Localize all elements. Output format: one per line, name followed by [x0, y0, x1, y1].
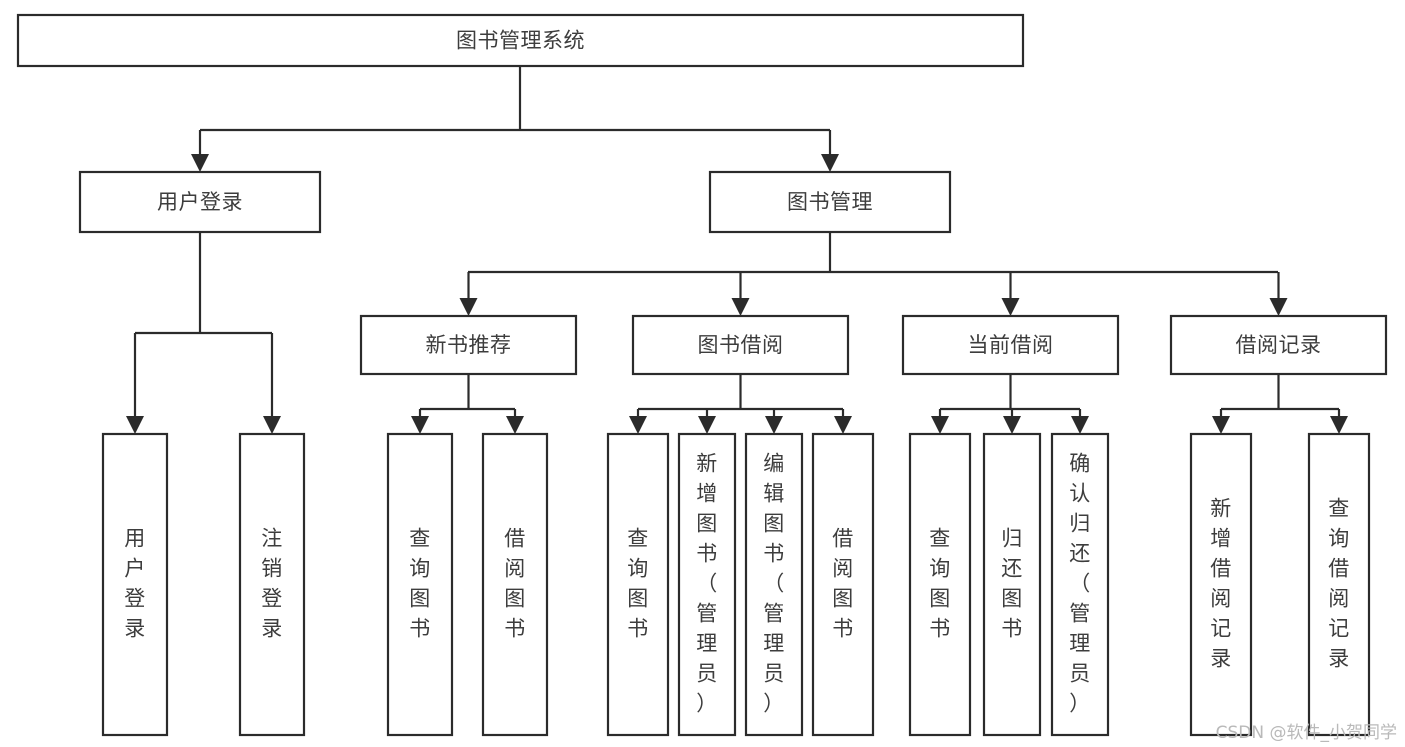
node-leaf-borrow-book-rec-label: 借阅图书: [504, 527, 526, 641]
book-borrow-to-leaf-edit-book-arrowhead: [765, 416, 783, 434]
node-root-box: [16, 13, 1025, 68]
connectors-layer: [126, 66, 1348, 434]
node-leaf-query-book-rec-box: [386, 432, 454, 737]
node-leaf-add-record-box: [1189, 432, 1253, 737]
node-leaf-logout[interactable]: 注销登录: [238, 432, 306, 737]
node-leaf-add-record[interactable]: 新增借阅记录: [1189, 432, 1253, 737]
node-leaf-add-book-box: [677, 432, 737, 737]
node-leaf-query-book-br[interactable]: 查询图书: [606, 432, 670, 737]
node-leaf-query-book-rec-label: 查询图书: [409, 527, 431, 641]
nodes-layer: 图书管理系统用户登录图书管理新书推荐图书借阅当前借阅借阅记录用户登录注销登录查询…: [16, 13, 1388, 737]
node-leaf-borrow-book-rec[interactable]: 借阅图书: [481, 432, 549, 737]
node-new-book-rec-box: [359, 314, 578, 376]
node-borrow-record-label: 借阅记录: [1236, 333, 1322, 357]
node-user-login[interactable]: 用户登录: [78, 170, 322, 234]
node-book-manage-label: 图书管理: [787, 190, 873, 214]
node-leaf-edit-book-label: 编辑图书（管理员）: [763, 452, 785, 716]
current-borrow-to-leaf-return-book-arrowhead: [1003, 416, 1021, 434]
node-new-book-rec[interactable]: 新书推荐: [359, 314, 578, 376]
bm-to-current-borrow-arrowhead: [1001, 298, 1020, 316]
node-book-manage-box: [708, 170, 952, 234]
bm-to-book-borrow-arrowhead: [731, 298, 750, 316]
bm-to-borrow-record-arrowhead: [1269, 298, 1288, 316]
node-leaf-query-book-cb-box: [908, 432, 972, 737]
root-to-user-login-arrowhead: [191, 154, 209, 172]
node-leaf-borrow-book-br-label: 借阅图书: [832, 527, 854, 641]
new-book-rec-to-leaf-borrow-book-rec-arrowhead: [506, 416, 524, 434]
node-leaf-query-record-label: 查询借阅记录: [1328, 497, 1350, 671]
node-book-borrow[interactable]: 图书借阅: [631, 314, 850, 376]
node-leaf-query-book-rec[interactable]: 查询图书: [386, 432, 454, 737]
node-book-borrow-label: 图书借阅: [698, 333, 784, 357]
user-login-to-leaf-logout-arrowhead: [263, 416, 281, 434]
node-leaf-confirm-return-label: 确认归还（管理员）: [1069, 452, 1091, 716]
node-leaf-user-login-label: 用户登录: [124, 527, 146, 641]
node-leaf-edit-book[interactable]: 编辑图书（管理员）: [744, 432, 804, 737]
node-current-borrow-label: 当前借阅: [968, 333, 1054, 357]
node-leaf-query-record-box: [1307, 432, 1371, 737]
current-borrow-to-leaf-confirm-return-arrowhead: [1071, 416, 1089, 434]
book-borrow-to-leaf-add-book-arrowhead: [698, 416, 716, 434]
node-new-book-rec-label: 新书推荐: [426, 333, 512, 357]
node-leaf-borrow-book-br[interactable]: 借阅图书: [811, 432, 875, 737]
user-login-to-leaf-user-login-arrowhead: [126, 416, 144, 434]
bm-to-new-book-rec-arrowhead: [459, 298, 478, 316]
node-leaf-query-book-cb[interactable]: 查询图书: [908, 432, 972, 737]
node-current-borrow-box: [901, 314, 1120, 376]
node-user-login-label: 用户登录: [157, 190, 243, 214]
node-leaf-borrow-book-br-box: [811, 432, 875, 737]
node-leaf-confirm-return-box: [1050, 432, 1110, 737]
node-leaf-logout-label: 注销登录: [261, 527, 283, 641]
book-borrow-to-leaf-query-book-br-arrowhead: [629, 416, 647, 434]
node-leaf-confirm-return[interactable]: 确认归还（管理员）: [1050, 432, 1110, 737]
root-to-book-manage-arrowhead: [821, 154, 839, 172]
borrow-record-to-leaf-query-record-arrowhead: [1330, 416, 1348, 434]
node-leaf-add-book[interactable]: 新增图书（管理员）: [677, 432, 737, 737]
node-leaf-logout-box: [238, 432, 306, 737]
node-current-borrow[interactable]: 当前借阅: [901, 314, 1120, 376]
node-book-borrow-box: [631, 314, 850, 376]
node-borrow-record-box: [1169, 314, 1388, 376]
node-leaf-return-book-box: [982, 432, 1042, 737]
node-leaf-add-book-label: 新增图书（管理员）: [696, 452, 718, 716]
node-leaf-query-record[interactable]: 查询借阅记录: [1307, 432, 1371, 737]
node-leaf-query-book-cb-label: 查询图书: [929, 527, 951, 641]
node-leaf-user-login[interactable]: 用户登录: [101, 432, 169, 737]
node-root[interactable]: 图书管理系统: [16, 13, 1025, 68]
node-leaf-edit-book-box: [744, 432, 804, 737]
node-leaf-query-book-br-label: 查询图书: [627, 527, 649, 641]
node-root-label: 图书管理系统: [456, 29, 585, 53]
current-borrow-to-leaf-query-book-cb-arrowhead: [931, 416, 949, 434]
node-leaf-add-record-label: 新增借阅记录: [1210, 497, 1232, 671]
node-book-manage[interactable]: 图书管理: [708, 170, 952, 234]
node-user-login-box: [78, 170, 322, 234]
node-borrow-record[interactable]: 借阅记录: [1169, 314, 1388, 376]
node-leaf-query-book-br-box: [606, 432, 670, 737]
book-borrow-to-leaf-borrow-book-br-arrowhead: [834, 416, 852, 434]
node-leaf-borrow-book-rec-box: [481, 432, 549, 737]
node-leaf-return-book-label: 归还图书: [1001, 527, 1023, 641]
node-leaf-return-book[interactable]: 归还图书: [982, 432, 1042, 737]
new-book-rec-to-leaf-query-book-rec-arrowhead: [411, 416, 429, 434]
borrow-record-to-leaf-add-record-arrowhead: [1212, 416, 1230, 434]
node-leaf-user-login-box: [101, 432, 169, 737]
